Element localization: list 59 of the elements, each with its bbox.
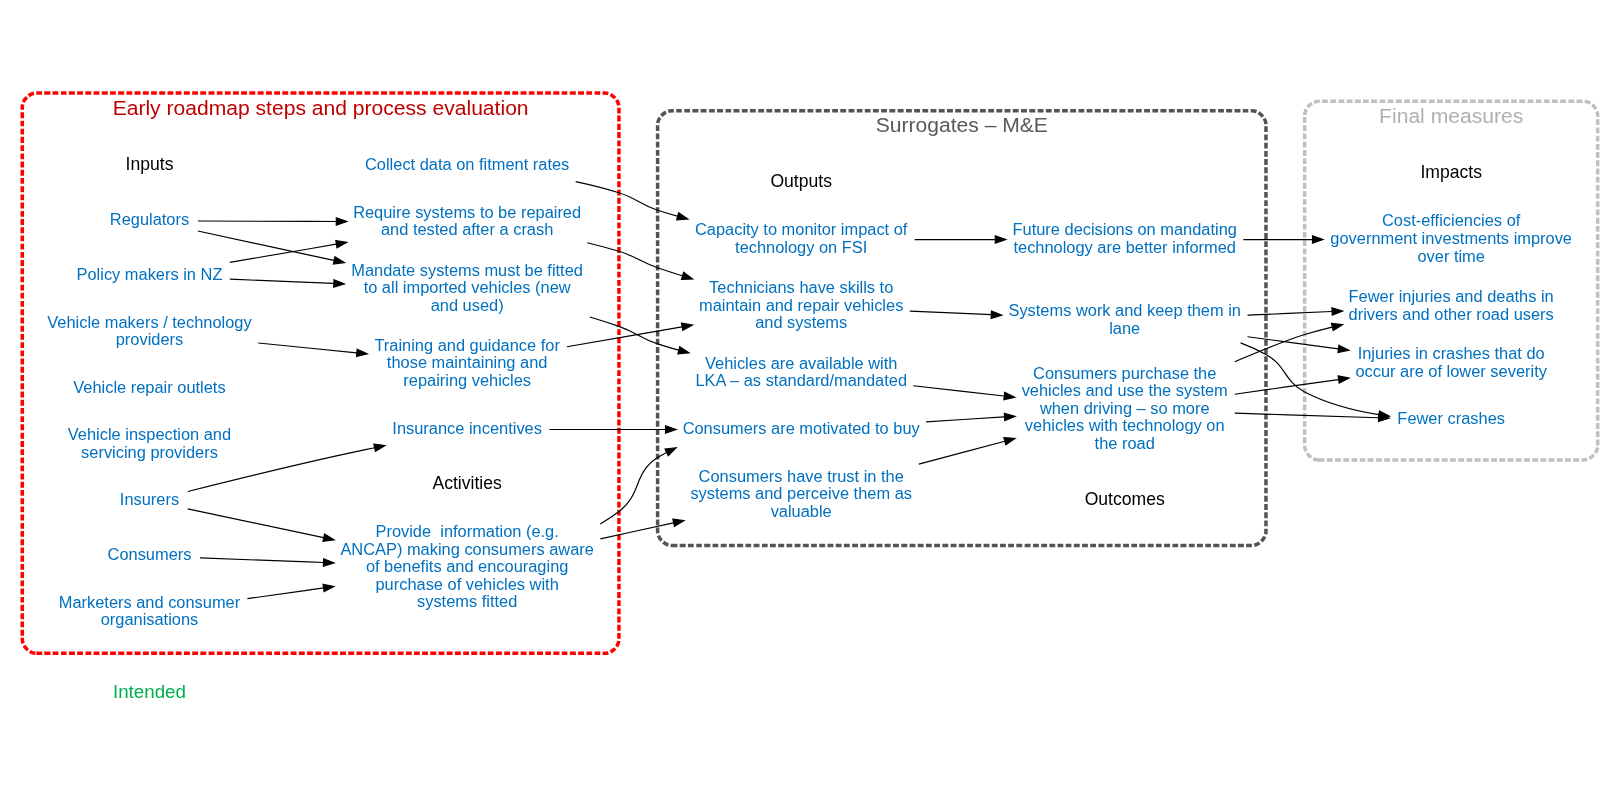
node-text: Provide information (e.g. ANCAP) making consumers aware of benefits and encouraging purchase of vehicles with systems fitted [340, 521, 594, 611]
arrow [1246, 336, 1351, 354]
node-text: Insurers [119, 490, 180, 509]
arrow [187, 443, 387, 493]
node-text: Fewer injuries and deaths in drivers and other road users [1348, 286, 1554, 323]
label: Outcomes [1084, 489, 1165, 510]
node-text: Mandate systems must be fitted to all imported vehicles (new and used) [351, 260, 583, 314]
node-text: Marketers and consumer organisations [58, 592, 241, 629]
node-text: Vehicles are available with LKA – as standard/mandated [695, 353, 908, 390]
arrow [909, 310, 1004, 320]
arrow [599, 446, 678, 525]
arrow [586, 242, 695, 280]
label: Inputs [125, 153, 174, 174]
arrow [1240, 342, 1392, 420]
arrow [197, 230, 347, 265]
node-text: Future decisions on mandating technology are better informed [1012, 220, 1237, 256]
arrow [246, 583, 336, 600]
arrow [197, 217, 349, 227]
node-text: Vehicle makers / technology providers [47, 312, 252, 349]
arrow [599, 518, 686, 540]
node-text: Consumers [107, 545, 192, 564]
arrow [257, 342, 370, 358]
arrow [229, 239, 349, 263]
node-text: Fewer crashes [1397, 409, 1505, 428]
node-text: Regulators [109, 210, 190, 229]
node-text: Insurance incentives [392, 418, 542, 437]
label: Impacts [1420, 162, 1482, 183]
node-text: Training and guidance for those maintaining and repairing vehicles [374, 335, 560, 389]
label: Activities [432, 472, 502, 493]
arrow [575, 180, 690, 221]
node-text: Technicians have skills to maintain and repair vehicles and systems [699, 278, 904, 332]
node-text: Capacity to monitor impact of technology on FSI [694, 220, 908, 256]
node-text: Consumers are motivated to buy [682, 418, 920, 437]
node-text: Systems work and keep them in lane [1008, 301, 1241, 337]
node-text: Consumers have trust in the systems and perceive them as valuable [690, 466, 913, 521]
arrow [918, 436, 1017, 465]
arrow [1234, 322, 1345, 363]
arrow [187, 508, 336, 542]
arrow [589, 316, 691, 355]
arrow [925, 412, 1017, 423]
node-text: Policy makers in NZ [76, 265, 223, 284]
arrow [1234, 375, 1351, 395]
arrow [912, 385, 1017, 401]
node-text: Vehicle inspection and servicing providers [67, 425, 232, 461]
arrow [1246, 307, 1345, 317]
node-text: Require systems to be repaired and tested after a crash [353, 202, 582, 239]
label: Outputs [770, 171, 832, 192]
arrow [229, 278, 347, 288]
arrow [566, 322, 695, 348]
arrow [199, 557, 336, 567]
node-text: Vehicle repair outlets [73, 377, 226, 396]
label: Intended [112, 680, 186, 702]
node-text: Collect data on fitment rates [365, 155, 570, 174]
arrow [548, 424, 678, 434]
arrow [914, 235, 1008, 245]
node-text: Consumers purchase the vehicles and use the system when driving – so more vehicles with technology on the road [1021, 363, 1228, 453]
node-text: Cost-efficiencies of government investments improve over time [1330, 211, 1572, 265]
node-text: Injuries in crashes that do occur are of lower severity [1355, 344, 1547, 380]
arrow [1242, 235, 1325, 245]
